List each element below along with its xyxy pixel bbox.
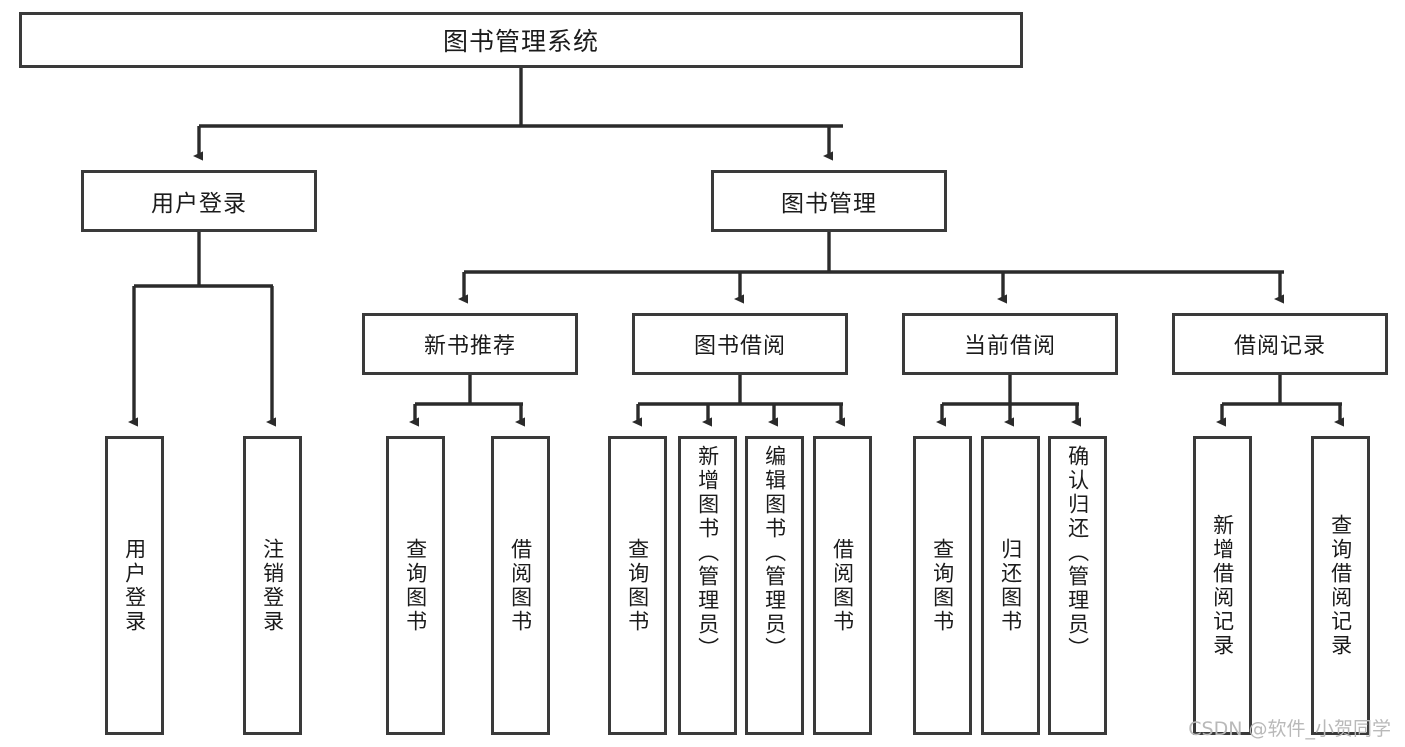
node-new-book-recommend[interactable]: 新书推荐 <box>362 313 578 375</box>
node-leaf-borrow-book[interactable]: 借阅图书 <box>813 436 872 735</box>
node-leaf-confirm-return-label: 确认归还（管理员） <box>1065 445 1090 661</box>
node-borrow-record[interactable]: 借阅记录 <box>1172 313 1388 375</box>
node-user-login-label: 用户登录 <box>151 191 247 217</box>
node-leaf-query-book-borrow[interactable]: 查询图书 <box>608 436 667 735</box>
node-leaf-query-book-recommend[interactable]: 查询图书 <box>386 436 445 735</box>
node-leaf-user-login-label: 用户登录 <box>122 537 147 634</box>
node-current-borrow-label: 当前借阅 <box>963 334 1056 359</box>
node-leaf-add-book[interactable]: 新增图书（管理员） <box>678 436 737 735</box>
node-new-book-recommend-label: 新书推荐 <box>423 334 516 359</box>
node-leaf-query-borrow-record-label: 查询借阅记录 <box>1328 513 1353 658</box>
node-book-borrow-label: 图书借阅 <box>693 334 786 359</box>
node-leaf-query-book-recommend-label: 查询图书 <box>403 537 428 634</box>
node-borrow-record-label: 借阅记录 <box>1233 334 1326 359</box>
node-leaf-add-book-label: 新增图书（管理员） <box>695 445 720 661</box>
node-book-management-label: 图书管理 <box>781 191 877 217</box>
watermark-text: CSDN @软件_小贺同学 <box>1188 718 1391 740</box>
node-leaf-borrow-book-recommend[interactable]: 借阅图书 <box>491 436 550 735</box>
node-root-label: 图书管理系统 <box>442 27 599 56</box>
node-leaf-edit-book-label: 编辑图书（管理员） <box>762 445 787 661</box>
node-leaf-return-book[interactable]: 归还图书 <box>981 436 1040 735</box>
node-leaf-return-book-label: 归还图书 <box>998 537 1023 634</box>
node-leaf-user-logout[interactable]: 注销登录 <box>243 436 302 735</box>
node-leaf-borrow-book-label: 借阅图书 <box>830 537 855 634</box>
node-leaf-borrow-book-recommend-label: 借阅图书 <box>508 537 533 634</box>
node-leaf-confirm-return[interactable]: 确认归还（管理员） <box>1048 436 1107 735</box>
node-book-borrow[interactable]: 图书借阅 <box>632 313 848 375</box>
node-leaf-user-login[interactable]: 用户登录 <box>105 436 164 735</box>
node-leaf-add-borrow-record-label: 新增借阅记录 <box>1210 513 1235 658</box>
node-leaf-add-borrow-record[interactable]: 新增借阅记录 <box>1193 436 1252 735</box>
node-user-login[interactable]: 用户登录 <box>81 170 317 232</box>
node-leaf-query-borrow-record[interactable]: 查询借阅记录 <box>1311 436 1370 735</box>
node-leaf-query-book-current-label: 查询图书 <box>930 537 955 634</box>
node-leaf-user-logout-label: 注销登录 <box>260 537 285 634</box>
node-book-management[interactable]: 图书管理 <box>711 170 947 232</box>
node-current-borrow[interactable]: 当前借阅 <box>902 313 1118 375</box>
node-leaf-query-book-current[interactable]: 查询图书 <box>913 436 972 735</box>
node-leaf-query-book-borrow-label: 查询图书 <box>625 537 650 634</box>
node-leaf-edit-book[interactable]: 编辑图书（管理员） <box>745 436 804 735</box>
node-root-system[interactable]: 图书管理系统 <box>19 12 1023 68</box>
